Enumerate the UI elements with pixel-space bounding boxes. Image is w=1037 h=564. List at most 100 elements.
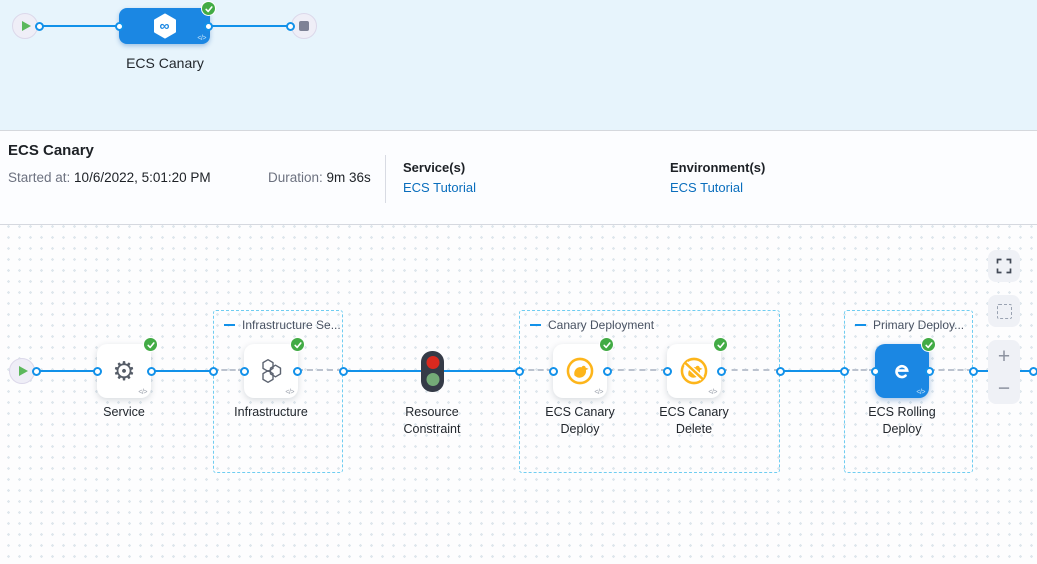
label-text: Deploy [560,422,600,436]
success-check-icon [290,337,305,352]
duration: Duration: 9m 36s [268,170,371,185]
fit-to-screen-button[interactable] [988,250,1020,282]
marquee-select-button[interactable] [988,295,1020,327]
group-label: Primary Deploy... [873,318,965,332]
step-label-infrastructure: Infrastructure [206,404,336,421]
hexagons-icon [262,359,282,383]
edge-line-dashed [844,369,875,371]
fit-to-screen-icon [996,258,1012,274]
connector-dot [1029,367,1037,376]
edge-line-dashed [213,369,244,371]
step-node-ecs-rolling-deploy[interactable]: </> [875,337,936,398]
pipeline-end-node [291,13,317,39]
group-primary-deployment: Primary Deploy... [844,310,973,473]
started-at-label: Started at: [8,170,71,185]
code-icon: </> [708,389,717,396]
collapse-icon[interactable] [530,324,541,326]
label-text: Infrastructure [234,405,308,419]
stage-node-ecs-canary[interactable]: ∞ </> [119,1,216,44]
connector-dot [925,367,934,376]
play-icon [22,21,31,31]
zoom-out-button[interactable]: − [997,376,1011,400]
label-text: ECS Canary [659,405,729,419]
code-icon: </> [138,389,147,396]
label-text: Delete [675,422,713,436]
label-text: Service [103,405,145,419]
zoom-in-button[interactable]: + [997,344,1011,368]
collapse-icon[interactable] [855,324,866,326]
edge-line-dashed [929,369,973,371]
group-header-primary[interactable]: Primary Deploy... [855,318,964,332]
connector-dot [603,367,612,376]
connector-dot [204,22,213,31]
stage-label: ECS Canary [126,55,204,71]
label-text: Constraint [403,422,461,436]
code-icon: </> [197,35,206,42]
collapse-icon[interactable] [224,324,235,326]
group-canary-deployment: Canary Deployment [519,310,780,473]
edge-line [36,370,97,372]
connector-dot [663,367,672,376]
connector-dot [515,367,524,376]
edge-line-dashed [297,369,343,371]
step-node-ecs-canary-deploy[interactable]: </> [553,337,614,398]
step-node-ecs-canary-delete[interactable]: </> [667,337,728,398]
environments-link[interactable]: ECS Tutorial [670,180,743,195]
services-link[interactable]: ECS Tutorial [403,180,476,195]
group-header-infrastructure[interactable]: Infrastructure Se... [224,318,341,332]
cd-hexagon-icon: ∞ [150,11,180,41]
duration-value: 9m 36s [322,170,371,185]
execution-graph-canvas[interactable]: Infrastructure Se... Canary Deployment P… [0,225,1037,564]
step-node-infrastructure[interactable]: </> [244,337,305,398]
step-node-service[interactable]: ⚙ </> [97,337,158,398]
edge-line [151,370,213,372]
edge-line-dashed [721,369,780,371]
group-header-canary[interactable]: Canary Deployment [530,318,654,332]
play-icon [19,366,28,376]
edge-line [209,25,290,27]
zoom-controls: + − [988,340,1020,404]
divider [385,155,386,203]
connector-dot [115,22,124,31]
green-light [426,373,439,386]
connector-dot [776,367,785,376]
started-at-value: 10/6/2022, 5:01:20 PM [70,170,211,185]
red-light [426,356,439,369]
connector-dot [147,367,156,376]
code-icon: </> [594,389,603,396]
step-label-ecs-rolling-deploy: ECS Rolling Deploy [837,404,967,438]
gear-icon: ⚙ [112,356,136,386]
pipeline-graph-banner: ∞ </> ECS Canary [0,0,1037,131]
connector-dot [209,367,218,376]
connector-dot [969,367,978,376]
canary-delete-icon [680,357,708,385]
ecs-icon [895,364,909,379]
step-label-service: Service [59,404,189,421]
pipeline-start-node [12,13,38,39]
execution-title: ECS Canary [8,142,94,159]
edge-line [39,25,120,27]
connector-dot [840,367,849,376]
infinity-icon: ∞ [159,17,170,34]
connector-dot [32,367,41,376]
label-text: Deploy [882,422,922,436]
connector-dot [871,367,880,376]
group-label: Infrastructure Se... [242,318,341,332]
step-label-ecs-canary-delete: ECS Canary Delete [629,404,759,438]
label-text: Resource [405,405,459,419]
group-label: Canary Deployment [548,318,655,332]
connector-dot [339,367,348,376]
success-check-icon [921,337,936,352]
started-at: Started at: 10/6/2022, 5:01:20 PM [8,170,211,185]
connector-dot [240,367,249,376]
services-label: Service(s) [403,160,466,175]
group-infrastructure: Infrastructure Se... [213,310,343,473]
code-icon: </> [916,389,925,396]
marquee-select-icon [996,303,1012,319]
connector-dot [717,367,726,376]
resource-constraint-icon[interactable] [421,351,444,392]
execution-info-bar: ECS Canary Started at: 10/6/2022, 5:01:2… [0,131,1037,225]
edge-line [444,370,519,372]
edge-line [343,370,421,372]
